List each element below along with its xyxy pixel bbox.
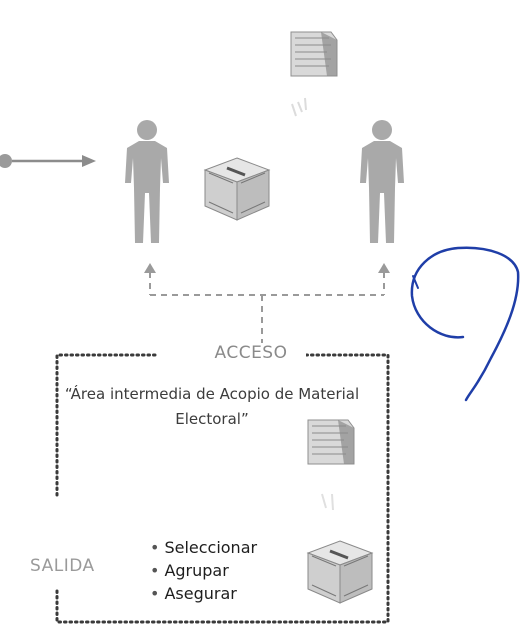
action-label: Agrupar <box>164 561 229 580</box>
ballot-box-icon <box>306 539 374 605</box>
action-label: Seleccionar <box>164 538 258 557</box>
person-icon <box>360 120 404 243</box>
access-label: ACCESO <box>196 343 306 363</box>
action-list: Seleccionar Agrupar Asegurar <box>150 536 257 605</box>
exit-label: SALIDA <box>30 556 95 576</box>
faint-sketch-mark <box>321 493 334 511</box>
storage-area-box <box>55 353 390 624</box>
action-item: Seleccionar <box>150 536 257 559</box>
action-item: Agrupar <box>150 559 257 582</box>
document-stack-icon <box>290 31 338 77</box>
arrow-icon <box>0 154 96 168</box>
ballot-box-icon <box>203 156 271 222</box>
action-label: Asegurar <box>164 584 237 603</box>
area-title: “Área intermedia de Acopio de Material E… <box>64 385 360 428</box>
faint-sketch-mark <box>291 97 307 117</box>
person-icon <box>125 120 169 243</box>
dashed-connector <box>149 272 385 345</box>
signature-mark <box>410 246 520 402</box>
action-item: Asegurar <box>150 582 257 605</box>
